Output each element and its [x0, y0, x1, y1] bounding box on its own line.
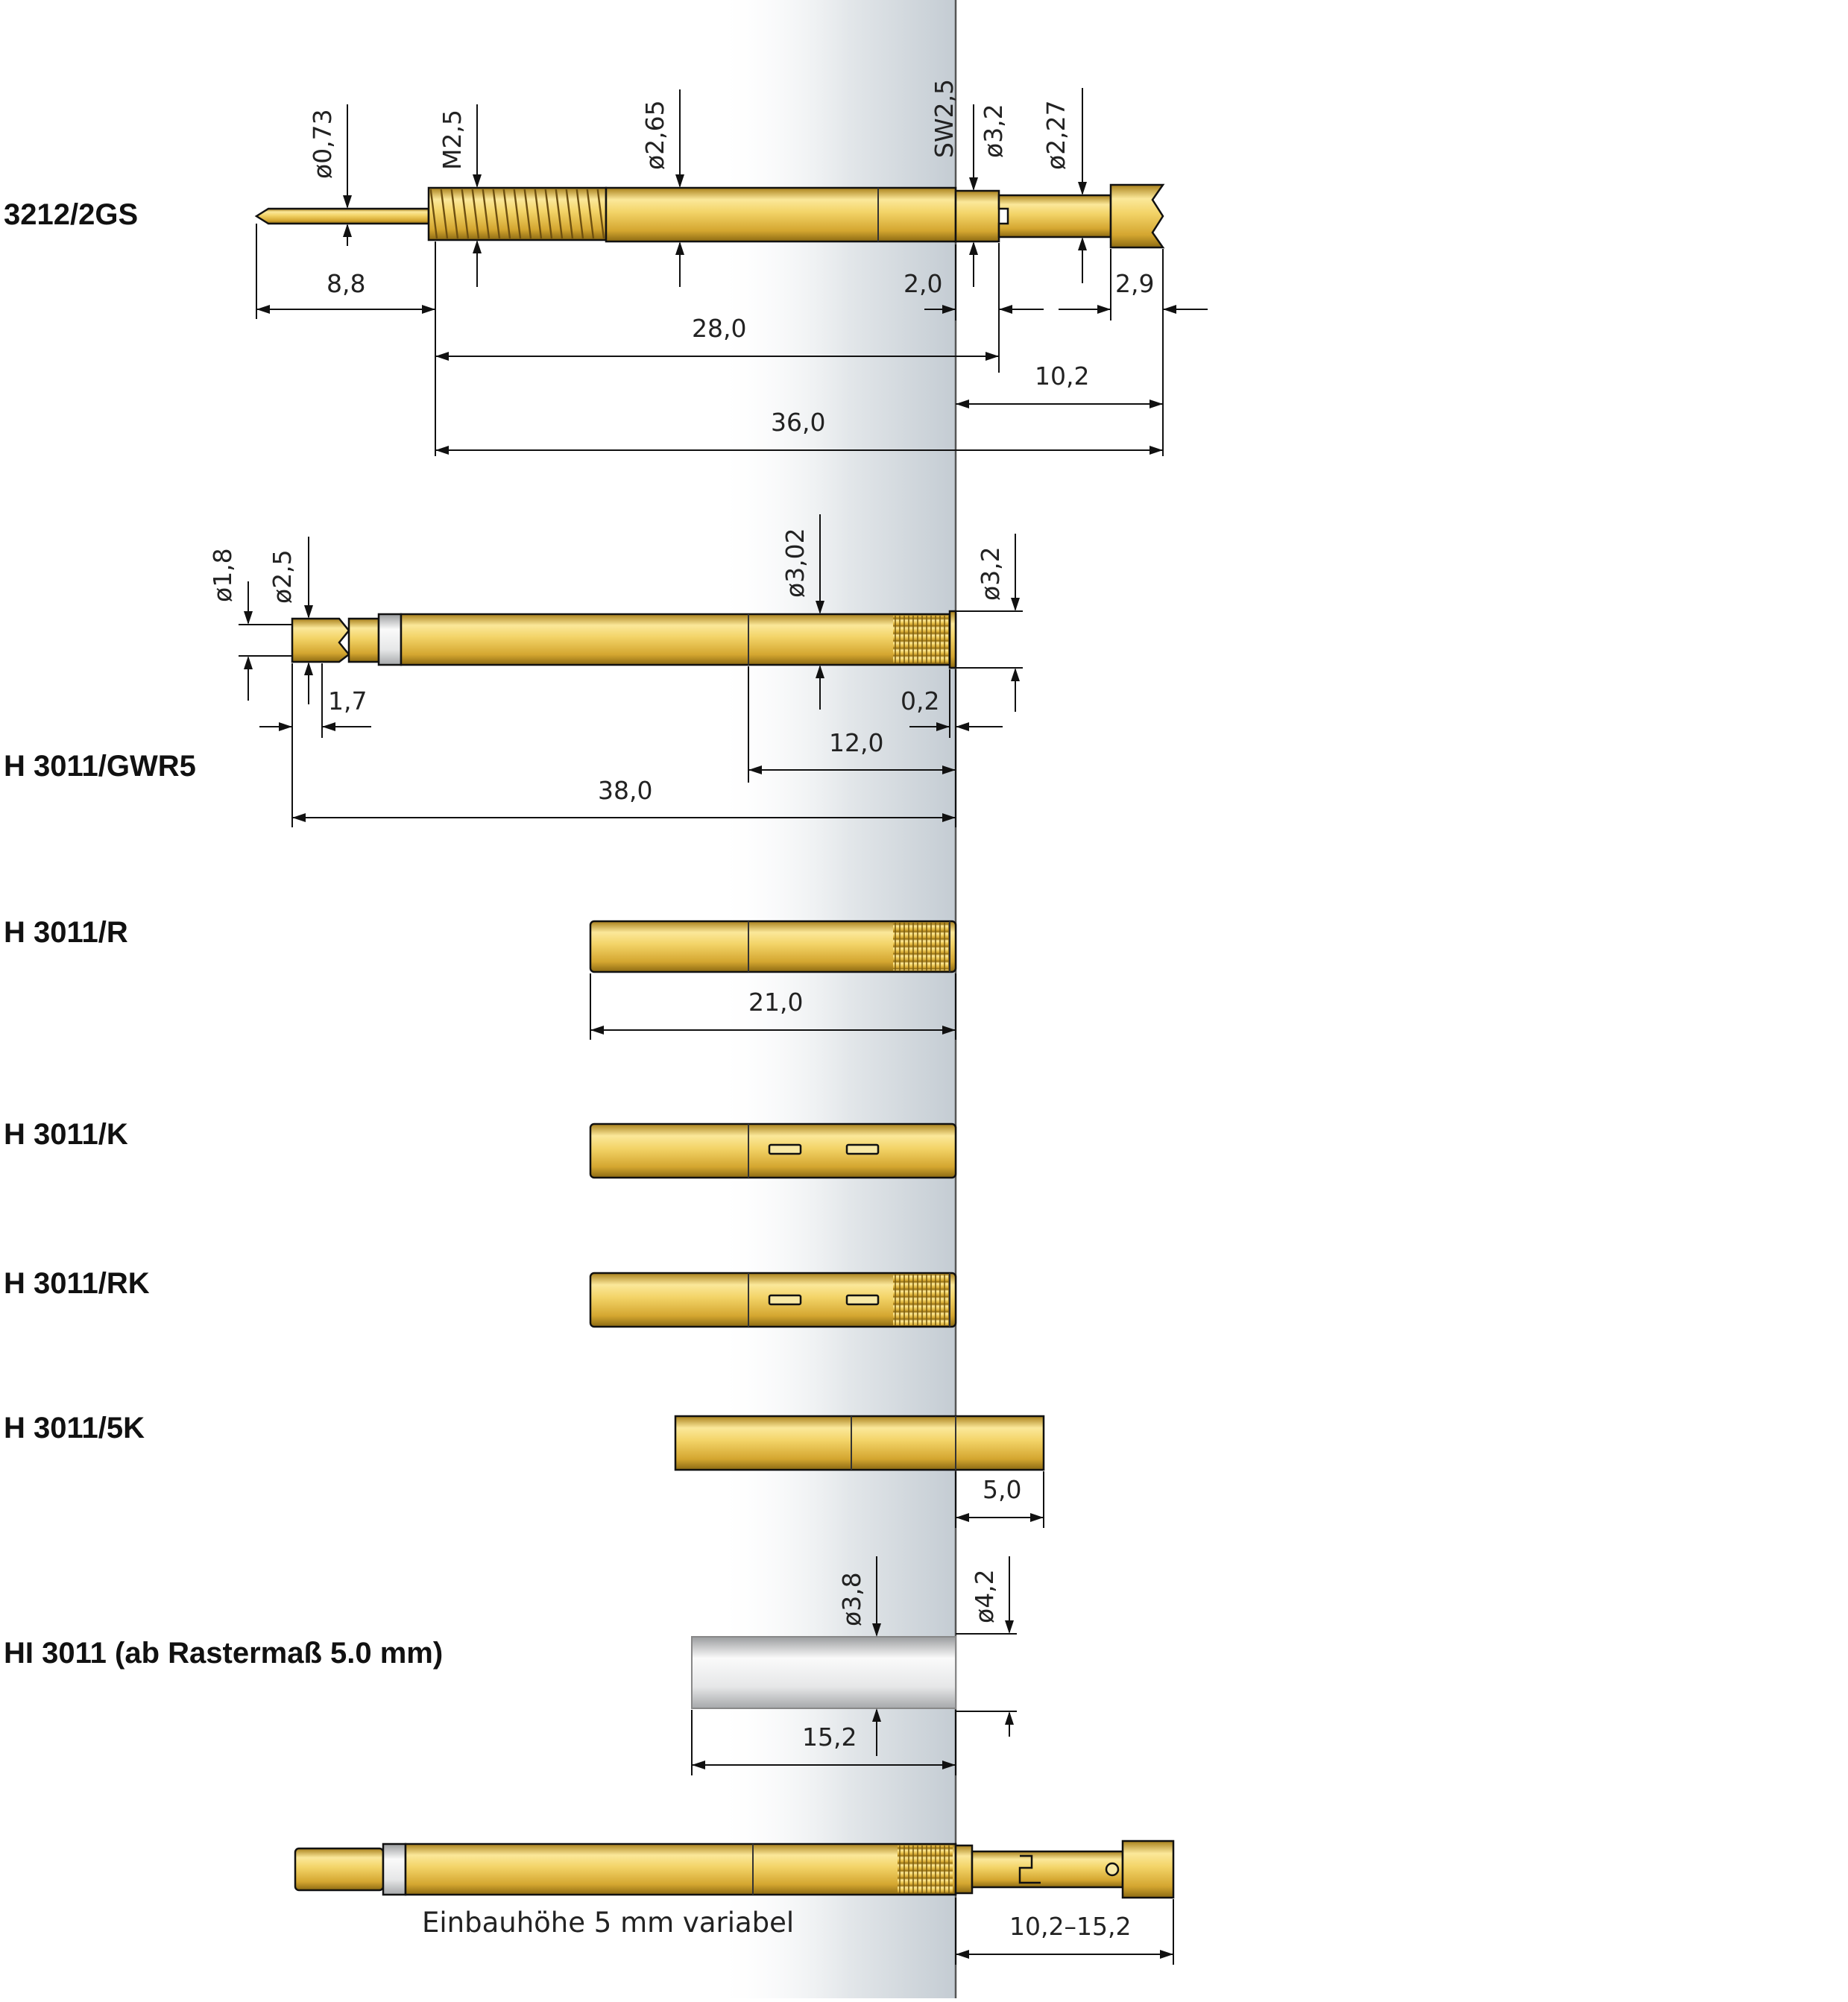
dim-p2-d32: ø3,2 [976, 546, 1005, 601]
probe-h3011-rk [589, 1272, 957, 1328]
probe-5-slot-2 [845, 1294, 880, 1306]
probe-8-dimensions: 10,2–15,2 Einbauhöhe 5 mm variabel [422, 1898, 1174, 1965]
dim-p1-l280: 28,0 [692, 314, 746, 343]
product-label-h3011-r: H 3011/R [4, 916, 128, 949]
caption-einbauhoehe: Einbauhöhe 5 mm variabel [422, 1907, 794, 1939]
probe-8-tip [294, 1847, 385, 1892]
dim-p2-d302: ø3,02 [780, 528, 810, 598]
product-label-h3011-gwr5: H 3011/GWR5 [4, 750, 196, 783]
probe-1-plunger [997, 194, 1112, 239]
probe-8-knurl [898, 1845, 953, 1893]
dim-p1-l20: 2,0 [903, 269, 942, 298]
probe-3-knurl [893, 923, 950, 970]
dim-p2-l17: 1,7 [328, 686, 367, 716]
dim-p1-d227: ø2,27 [1041, 100, 1070, 170]
probe-1-crown [1109, 183, 1165, 249]
dim-p1-l102: 10,2 [1035, 361, 1089, 391]
dim-p7-d42: ø4,2 [970, 1569, 999, 1623]
probe-1-hex [954, 189, 1000, 243]
probe-1-dimension-labels: ø0,73 M2,5 ø2,65 SW2,5 ø3,2 ø2,27 8,8 2,… [308, 79, 1154, 437]
probe-2-neck [347, 617, 380, 663]
product-label-3212-2gs: 3212/2GS [4, 198, 139, 231]
probe-1-shaft [605, 186, 957, 243]
probe-hi3011 [691, 1636, 956, 1709]
probe-8-collar [954, 1844, 974, 1895]
probe-2-dimension-labels: ø1,8 ø2,5 ø3,02 ø3,2 1,7 0,2 12,0 38,0 [208, 528, 1005, 805]
product-label-h3011-rk: H 3011/RK [4, 1267, 150, 1300]
probe-2-knurl [893, 616, 950, 663]
probe-8-hole [1105, 1862, 1120, 1877]
probe-8-head [1121, 1840, 1175, 1899]
dim-p1-l360: 36,0 [771, 408, 825, 437]
probe-8-plunger [971, 1850, 1124, 1889]
dim-p1-d073: ø0,73 [308, 109, 337, 179]
probe-3-dimensions: 21,0 [590, 973, 956, 1040]
probe-h3011-5k [674, 1415, 1045, 1471]
probe-h3011-k [589, 1122, 957, 1179]
probe-assembly [294, 1840, 1175, 1899]
probe-5-knurl [893, 1275, 950, 1325]
dim-p6-l50: 5,0 [983, 1475, 1021, 1504]
probe-2-barrel [400, 613, 957, 666]
dim-p7-d38: ø3,8 [837, 1572, 866, 1626]
probe-2-dimensions [239, 514, 1023, 827]
dim-p1-l29: 2,9 [1115, 269, 1154, 298]
probe-h3011-r [589, 920, 957, 973]
probe-2-insulator [377, 613, 403, 666]
probe-1-dimensions [256, 88, 1208, 456]
dim-p2-l02: 0,2 [901, 686, 939, 716]
probe-4-slot-2 [845, 1143, 880, 1155]
product-label-hi3011: HI 3011 (ab Rastermaß 5.0 mm) [4, 1637, 444, 1670]
probe-7-sleeve [691, 1636, 956, 1709]
dim-p3-l210: 21,0 [748, 988, 803, 1017]
dim-p1-d32: ø3,2 [979, 104, 1008, 158]
dim-p1-d265: ø2,65 [640, 100, 669, 170]
dim-p2-l380: 38,0 [598, 776, 652, 805]
probe-1-tip [254, 207, 430, 225]
probe-5-slot-1 [768, 1294, 802, 1306]
probe-4-slot-1 [768, 1143, 802, 1155]
dim-p1-sw25: SW2,5 [930, 79, 959, 158]
probe-2-tip [291, 617, 350, 663]
probe-6-dimensions: 5,0 [955, 1471, 1044, 1528]
dim-p2-d18: ø1,8 [208, 548, 237, 602]
product-label-h3011-5k: H 3011/5K [4, 1412, 145, 1444]
probe-3-body [589, 920, 957, 973]
probe-7-dimensions: ø3,8 ø4,2 15,2 [691, 1556, 1017, 1775]
probe-3212-2gs [254, 183, 1165, 249]
dim-p2-l120: 12,0 [829, 728, 883, 757]
dim-p1-l88: 8,8 [327, 269, 365, 298]
product-label-h3011-k: H 3011/K [4, 1118, 128, 1151]
probe-h3011-gwr5 [291, 610, 957, 669]
dim-p8-range: 10,2–15,2 [1009, 1912, 1131, 1941]
probe-1-thread-texture [430, 189, 605, 239]
dim-p1-m25: M2,5 [438, 110, 467, 170]
probe-8-insulator [382, 1842, 407, 1896]
probe-8-barrel [404, 1842, 957, 1896]
dim-p2-d25: ø2,5 [268, 549, 297, 604]
dim-p7-l152: 15,2 [802, 1722, 857, 1752]
probe-6-body [674, 1415, 1045, 1471]
